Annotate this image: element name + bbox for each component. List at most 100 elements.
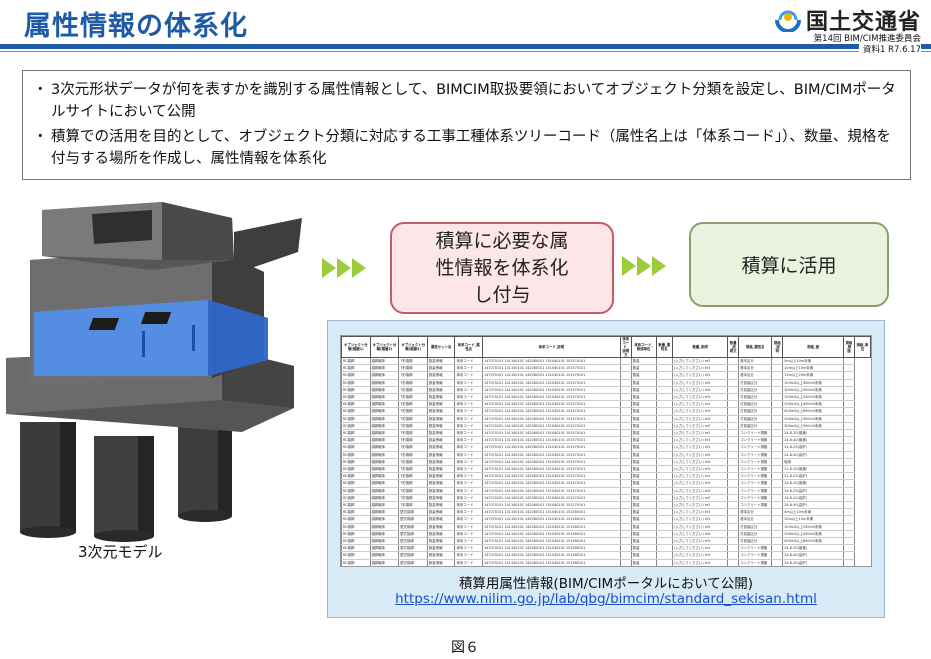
table-cell [727,386,740,395]
table-cell: 体系コード [454,494,483,503]
table-cell [727,443,740,452]
table-cell [727,422,740,431]
table-cell [619,443,632,452]
table-cell: T形橋脚 [398,393,428,402]
table-cell: 橋脚躯体 [369,487,400,495]
table-cell: T形橋脚 [398,501,428,510]
table-cell: 数量 [630,364,657,373]
table-cell [655,393,674,402]
portal-link[interactable]: https://www.nilim.go.jp/lab/qbg/bimcim/s… [395,591,817,607]
attribute-table: オブジェクト分類(階層1)オブジェクト分類(階層2)オブジェクト分類(階層3)属… [340,335,872,567]
table-cell: 壁式橋脚 [398,551,428,560]
table-cell: (入力してください) m3 [672,436,729,445]
table-cell: RC橋脚 [341,357,371,366]
table-cell: 10m以上15m未満 [782,364,844,373]
table-cell: (入力してください) m3 [672,472,729,481]
table-cell: 体系コード [454,429,483,438]
table-cell [842,508,855,517]
table-cell [619,364,632,373]
table-cell: 数量情報 [426,523,456,531]
table-cell: 24-8-20(高炉) [782,494,844,503]
table-cell: 橋脚躯体 [369,501,400,510]
table-header-row: オブジェクト分類(階層1)オブジェクト分類(階層2)オブジェクト分類(階層3)属… [341,336,871,358]
table-cell: 基本区分 [738,371,773,380]
table-cell [771,508,784,517]
table-cell [771,559,784,566]
ministry-name: 国土交通省 [805,10,921,35]
table-cell: 147070101 141100101 142080101 151040101 … [481,443,621,452]
table-cell [771,515,784,524]
table-cell: 数量 [630,465,657,474]
table-cell: 体系コード [454,422,483,431]
table-cell: 数量情報 [426,407,456,416]
bullet-marker: ・ [33,82,48,98]
table-cell [619,472,632,481]
table-cell: 打設量区分 [738,379,773,387]
table-cell: コンクリート規格 [738,472,773,481]
table-cell: 数量 [630,523,657,531]
table-cell: 147070101 141100101 142080101 151040101 … [481,386,621,395]
table-cell: (入力してください) m3 [672,465,729,474]
table-cell: コンクリート規格 [738,458,773,467]
table-cell [771,494,784,503]
table-cell: (入力してください) m3 [672,393,729,402]
table-cell: 体系コード [454,371,483,380]
table-cell: 200m3以上400m3未満 [782,530,844,539]
table-cell [842,386,855,395]
table-cell [727,407,740,416]
table-cell: 数量情報 [426,386,456,395]
table-cell [619,379,632,387]
table-cell: 100m3以上300m3未満 [782,379,844,387]
table-cell [655,537,674,546]
table-cell: コンクリート規格 [738,544,773,553]
table-cell: 147070101 141100101 142080101 151040101 … [481,364,621,373]
table-cell [619,537,632,546]
table-cell [655,386,674,395]
table-cell [842,523,855,531]
table-cell: 壁式橋脚 [398,559,428,566]
table-cell [655,443,674,452]
table-cell: 数量 [630,551,657,560]
table-cell: 数量 [630,472,657,481]
table-cell [842,407,855,416]
table-cell: 147070101 141100101 142080101 151040101 … [481,458,621,467]
step-estimation-use-label: 積算に活用 [741,255,837,277]
table-cell: 橋脚躯体 [369,451,400,459]
table-cell: 5m以上10m未満 [782,508,844,517]
table-cell [771,544,784,553]
table-cell: RC橋脚 [341,371,371,380]
table-cell [771,386,784,395]
table-cell [842,422,855,431]
table-cell: 橋脚躯体 [369,508,400,517]
table-cell [842,465,855,474]
table-cell: 体系コード [454,458,483,467]
table-cell [771,415,784,423]
flow-arrow-icon [622,256,667,276]
table-cell [727,494,740,503]
table-cell: 数量情報 [426,530,456,539]
table-cell [771,357,784,366]
table-cell: 橋脚躯体 [369,443,400,452]
table-cell [655,465,674,474]
table-cell: コンクリート規格 [738,436,773,445]
table-cell [655,544,674,553]
table-cell: T形橋脚 [398,379,428,387]
table-cell: コンクリート規格 [738,494,773,503]
table-cell: RC橋脚 [341,415,371,423]
table-cell: 体系コード [454,508,483,517]
table-cell [655,429,674,438]
table-cell: T形橋脚 [398,494,428,503]
table-cell [655,415,674,423]
table-cell: 打設量区分 [738,523,773,531]
table-cell [842,530,855,539]
table-cell [727,530,740,539]
table-cell [727,537,740,546]
bridge-pier-3d-model [6,202,302,542]
